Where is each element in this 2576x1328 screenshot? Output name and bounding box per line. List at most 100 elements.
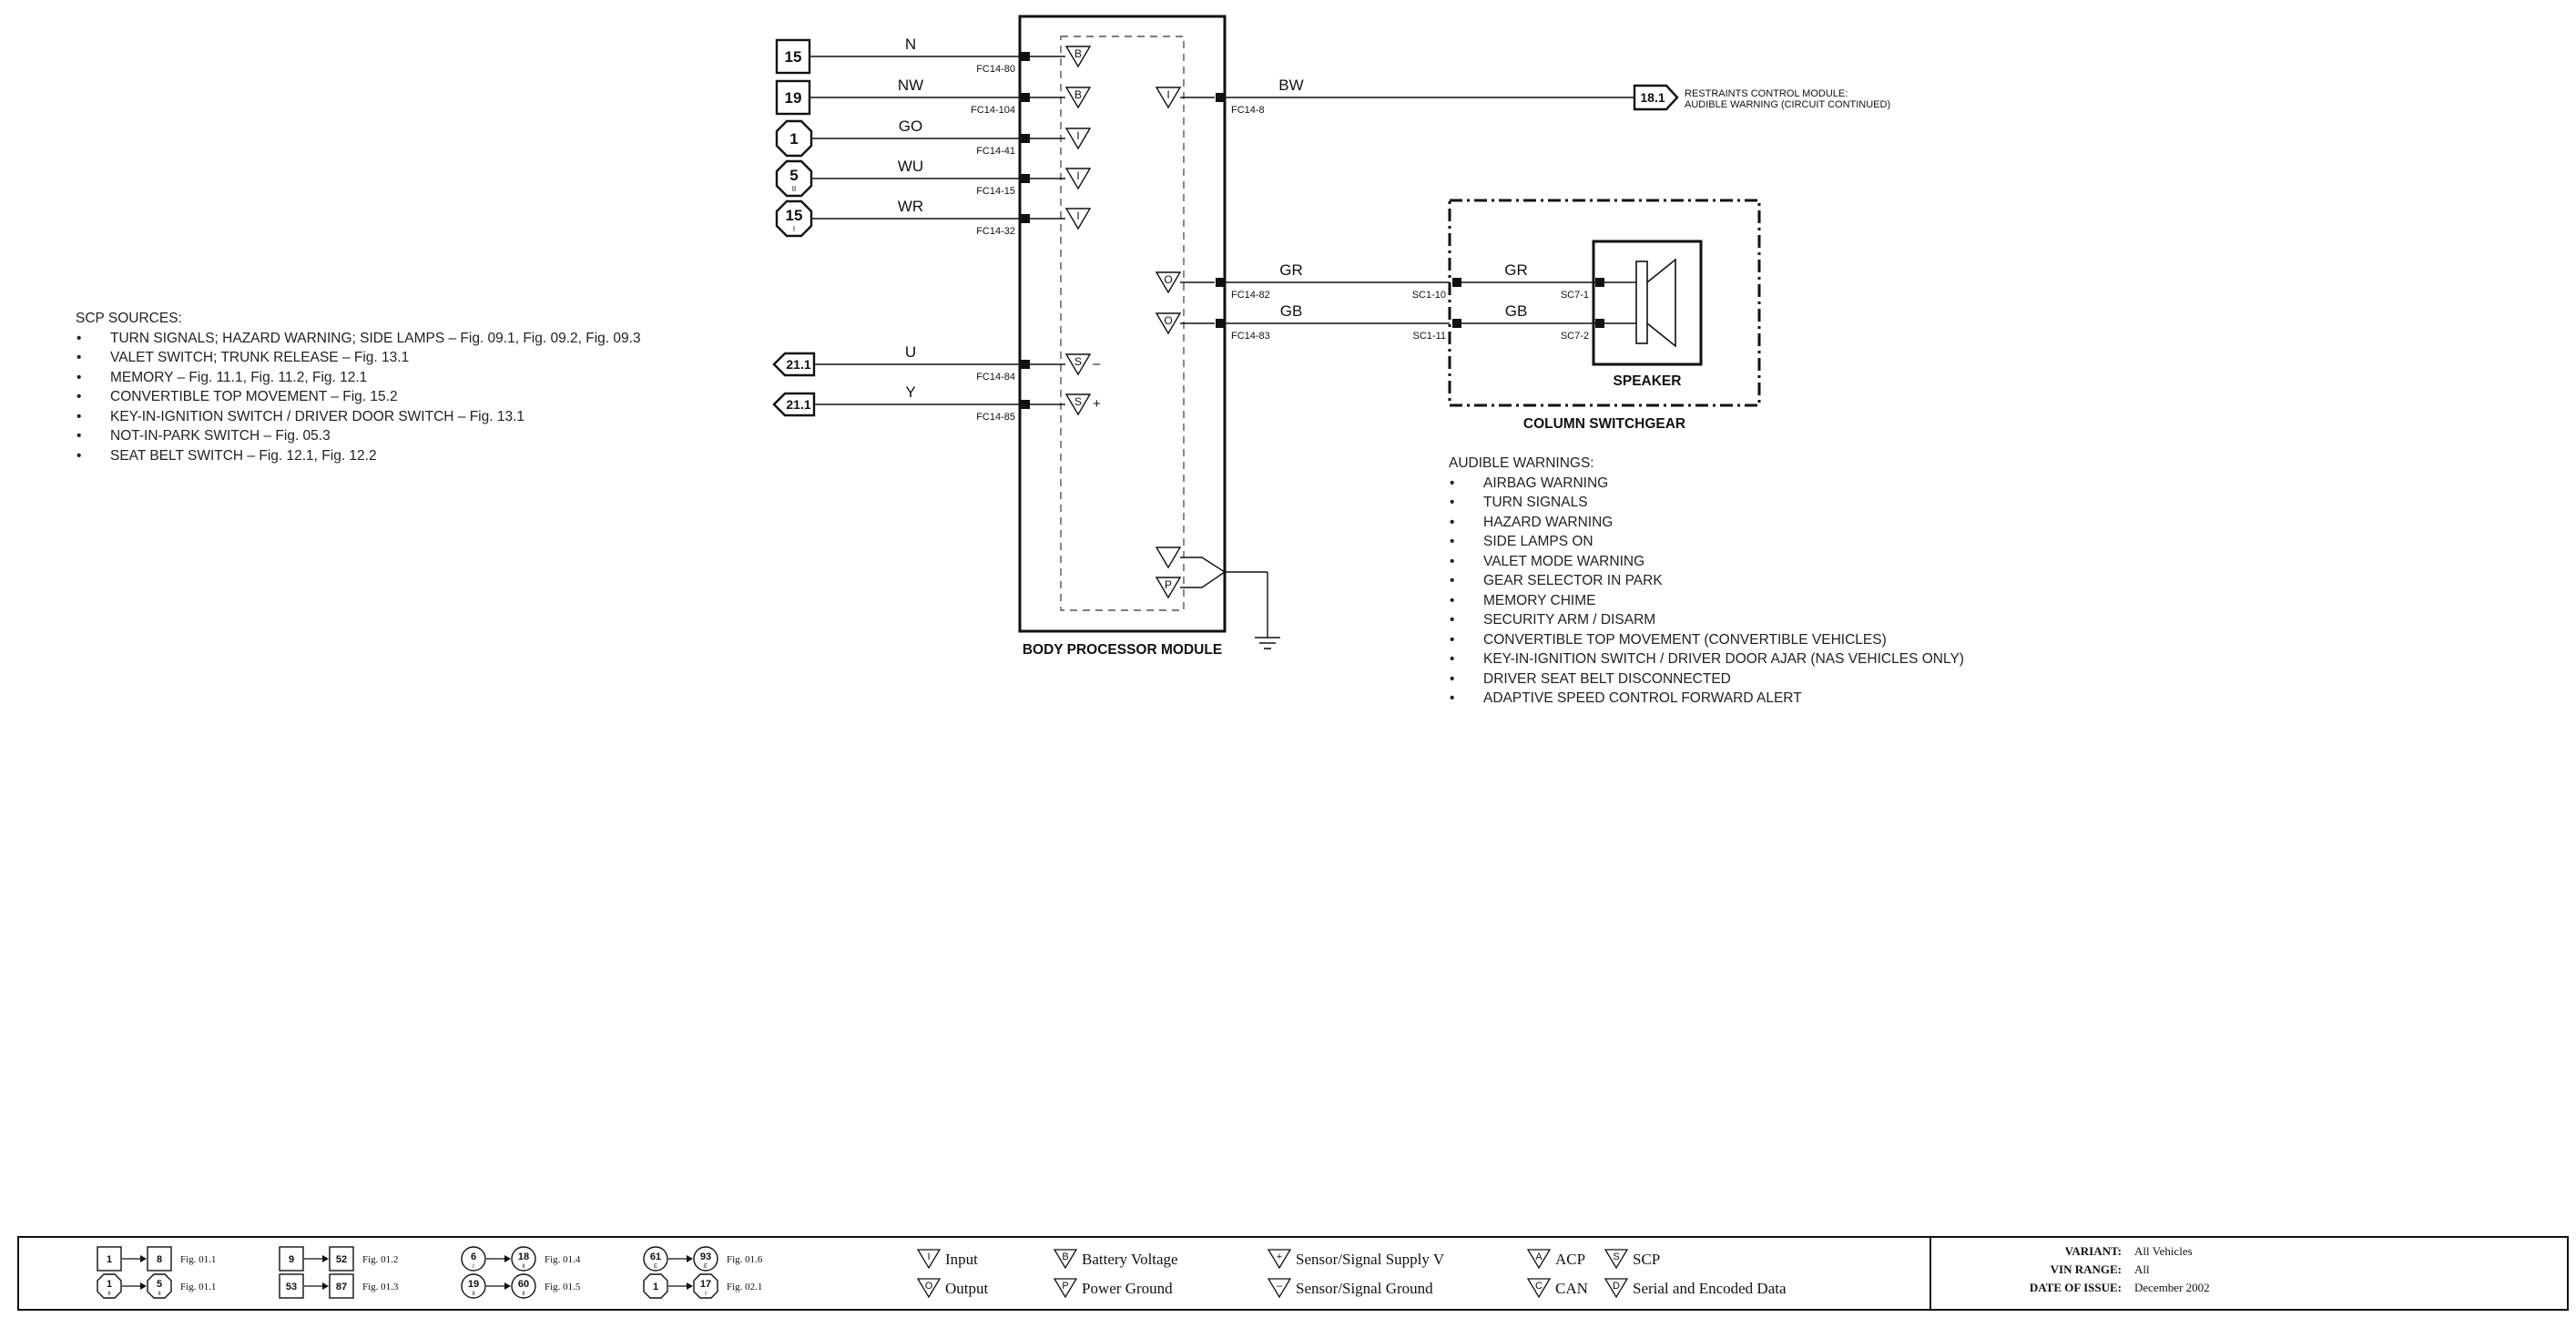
legend-ref-circle — [511, 1273, 536, 1299]
legend-ref-sub: II — [107, 1292, 111, 1297]
legend-symbol: –Sensor/Signal Ground — [1267, 1278, 1433, 1299]
audible-warning-item: ADAPTIVE SPEED CONTROL FORWARD ALERT — [1449, 689, 1964, 709]
legend-ref-sub: II — [158, 1292, 161, 1297]
legend-symbol-triangle — [1267, 1249, 1292, 1270]
wire-color-label-right: GB — [1505, 302, 1528, 320]
pin-type-marker: O — [1155, 312, 1182, 335]
scp-source-item: NOT-IN-PARK SWITCH – Fig. 05.3 — [76, 426, 641, 446]
audible-warning-item: MEMORY CHIME — [1449, 591, 1964, 611]
legend-ref-square — [147, 1246, 172, 1272]
audible-warning-item: KEY-IN-IGNITION SWITCH / DRIVER DOOR AJA… — [1449, 649, 1964, 669]
pin-type-marker: B — [1064, 46, 1092, 68]
connector-id: FC14-32 — [976, 226, 1015, 237]
legend-ref-sub: II — [522, 1264, 525, 1270]
connector-pin — [1021, 360, 1030, 369]
input-circuit: 5II WU FC14-15 I — [775, 158, 1092, 198]
ref-number: 5 — [789, 167, 798, 184]
legend-ref-circle — [693, 1246, 718, 1272]
legend-arrow-head — [322, 1282, 329, 1290]
legend-ref-number: 17 — [700, 1279, 711, 1290]
switchgear-label: COLUMN SWITCHGEAR — [1523, 416, 1685, 432]
connector-pin — [1216, 278, 1225, 287]
ref-number: 1 — [789, 130, 798, 148]
ref-sub: II — [792, 185, 796, 193]
legend-symbol-glyph: – — [1277, 1281, 1283, 1292]
legend-info-value: December 2002 — [2134, 1281, 2210, 1294]
legend-fig-label: Fig. 01.1 — [180, 1254, 216, 1265]
legend-outline — [17, 1236, 2569, 1311]
audible-warning-item: DRIVER SEAT BELT DISCONNECTED — [1449, 669, 1964, 690]
pin-type-letter: O — [1164, 314, 1172, 327]
connector-id: FC14-15 — [976, 186, 1015, 197]
legend-symbol-glyph: B — [1062, 1251, 1068, 1262]
scp-source-item: CONVERTIBLE TOP MOVEMENT – Fig. 15.2 — [76, 387, 641, 407]
pin-type-letter: I — [1076, 129, 1079, 142]
body-processor-module: BODY PROCESSOR MODULE — [1018, 15, 1227, 658]
pin-type-marker — [1155, 547, 1182, 569]
column-switchgear-outline — [1448, 199, 1761, 407]
connector-id: FC14-85 — [976, 412, 1015, 423]
legend-symbol-label: CAN — [1555, 1280, 1588, 1297]
legend-ref-number: 6 — [471, 1251, 476, 1262]
pin-type-suffix: + — [1093, 396, 1101, 412]
legend-ref-circle — [461, 1273, 486, 1299]
legend-ref-circle — [643, 1246, 668, 1272]
wire-color-label: GR — [1279, 261, 1303, 279]
pin-type-triangle — [1155, 577, 1182, 599]
legend-fig-label: Fig. 01.2 — [362, 1254, 398, 1265]
legend-ref-square — [97, 1246, 122, 1272]
legend-ref-octagon — [693, 1273, 718, 1299]
legend-symbol-triangle — [1053, 1278, 1078, 1299]
legend-info-label: VARIANT: — [2065, 1244, 2122, 1258]
connector-id: FC14-80 — [976, 64, 1015, 75]
legend-ref-number: 60 — [518, 1279, 529, 1290]
pin-type-letter: S — [1074, 355, 1082, 368]
ref-number: 15 — [786, 207, 803, 224]
ref-number: 15 — [785, 48, 802, 66]
legend-ref-sub: E — [704, 1264, 708, 1270]
destination-line-2: AUDIBLE WARNING (CIRCUIT CONTINUED) — [1685, 99, 1890, 110]
connector-id: FC14-84 — [976, 372, 1015, 383]
connector-pin — [1021, 93, 1030, 102]
audible-warning-item: SIDE LAMPS ON — [1449, 532, 1964, 552]
audible-warning-item: TURN SIGNALS — [1449, 493, 1964, 513]
ref-sub: I — [793, 225, 795, 233]
pin-type-marker: I — [1064, 168, 1092, 190]
audible-warning-item: AIRBAG WARNING — [1449, 474, 1964, 494]
legend-symbol-triangle — [916, 1249, 942, 1270]
destination-line-1: RESTRAINTS CONTROL MODULE: — [1685, 88, 1848, 99]
legend-ref-number: 5 — [157, 1279, 162, 1290]
legend-fig-label: Fig. 01.4 — [545, 1254, 581, 1265]
speaker-label: SPEAKER — [1614, 373, 1682, 389]
wire-color-label: GB — [1280, 302, 1303, 320]
legend-symbol-triangle — [1604, 1278, 1629, 1299]
legend-symbol-triangle — [1526, 1249, 1552, 1270]
legend-ref-square — [279, 1246, 304, 1272]
connector-id: FC14-8 — [1231, 105, 1265, 116]
legend-symbol-glyph: + — [1277, 1251, 1282, 1262]
ref-box-octagon — [775, 159, 813, 198]
wire-color-label: U — [905, 343, 916, 361]
legend-ref-octagon — [147, 1273, 172, 1299]
ref-box-arrow — [1633, 84, 1679, 111]
wire-color-label: WR — [898, 198, 923, 215]
legend-ref-square — [329, 1246, 354, 1272]
pin-type-marker: S+ — [1064, 393, 1101, 416]
pin-type-triangle — [1064, 46, 1092, 68]
connector-pin — [1216, 319, 1225, 328]
wire-color-label: WU — [898, 158, 923, 175]
legend-ref-sub: II — [522, 1292, 525, 1297]
legend-fig-label: Fig. 01.1 — [180, 1282, 216, 1292]
legend-symbol-triangle — [916, 1278, 942, 1299]
